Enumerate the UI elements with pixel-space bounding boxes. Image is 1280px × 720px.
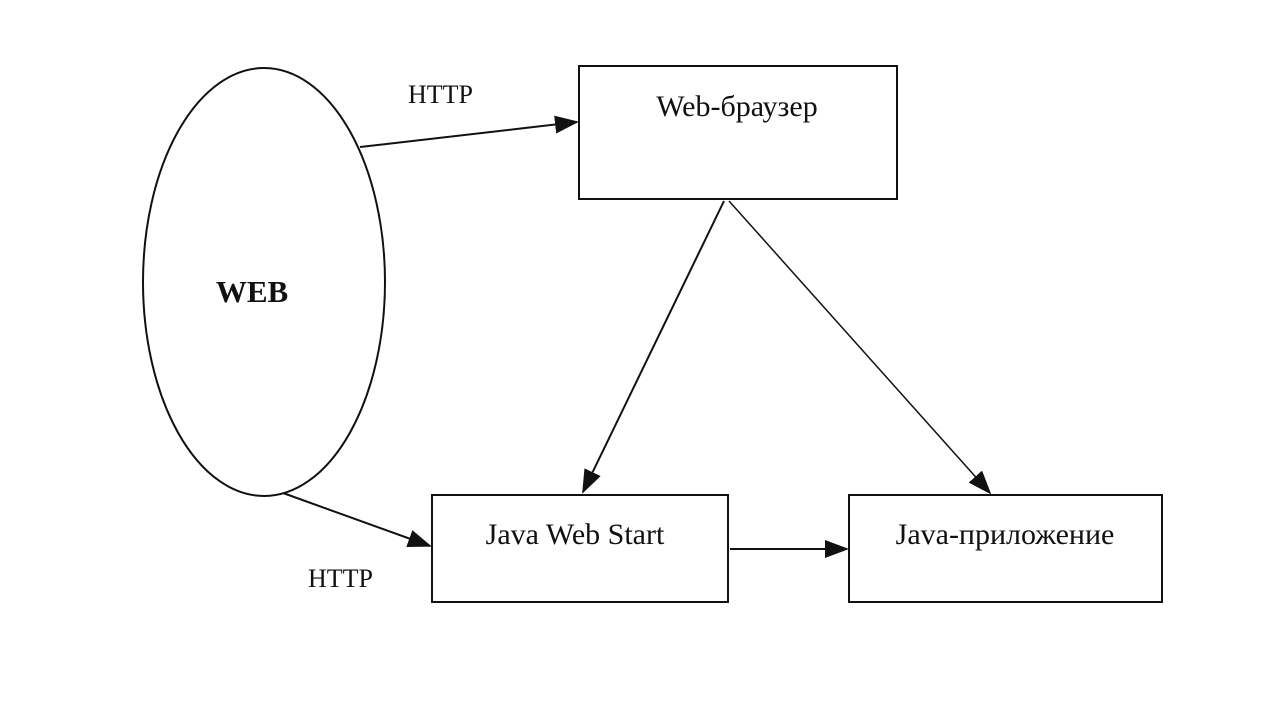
javaws-label: Java Web Start bbox=[486, 518, 665, 551]
app-label: Java-приложение bbox=[896, 518, 1115, 551]
browser-box bbox=[578, 65, 898, 200]
javaws-box bbox=[431, 494, 729, 603]
app-node: Java-приложение bbox=[848, 494, 1163, 603]
web-ellipse bbox=[142, 67, 386, 497]
browser-node: Web-браузер bbox=[578, 65, 898, 200]
web-node: WEB bbox=[142, 67, 386, 497]
edge-web-to-browser bbox=[359, 115, 579, 148]
http-label-bottom: HTTP bbox=[308, 564, 373, 593]
http-label-top: HTTP bbox=[408, 80, 473, 109]
edge-browser-to-javaws bbox=[582, 200, 725, 494]
javaws-node: Java Web Start bbox=[431, 494, 729, 603]
edge-web-to-javaws bbox=[282, 492, 432, 548]
app-box bbox=[848, 494, 1163, 603]
edge-browser-to-app bbox=[728, 200, 992, 495]
browser-label: Web-браузер bbox=[656, 90, 817, 123]
web-label: WEB bbox=[216, 274, 288, 309]
